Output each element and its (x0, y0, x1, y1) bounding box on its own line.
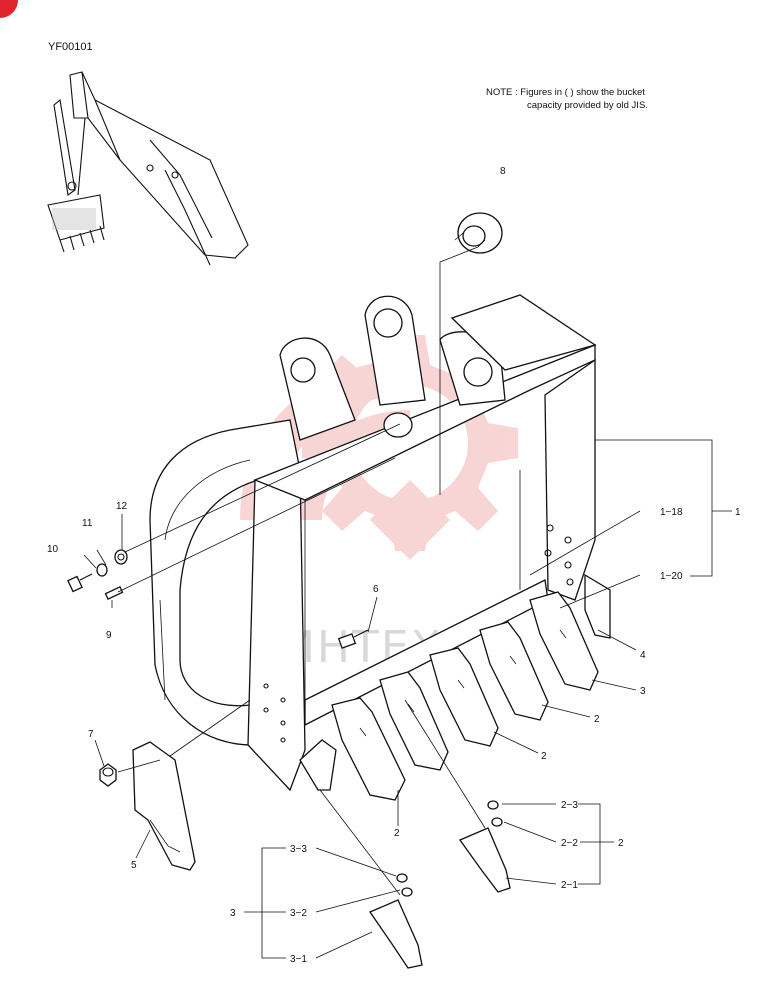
doc-code: YF00101 (48, 41, 93, 53)
callout-5: 5 (131, 860, 137, 871)
bucket-body (149, 294, 597, 792)
callout-2-b: 2 (541, 751, 547, 762)
callout-12: 12 (116, 501, 128, 512)
part-8-boss (454, 212, 503, 254)
detail-tooth-3 (369, 873, 423, 969)
note-line-1: NOTE : Figures in ( ) show the bucket (486, 87, 645, 98)
callout-6: 6 (373, 584, 379, 595)
callout-3-group: 3 (230, 908, 236, 919)
teeth-row (299, 591, 599, 801)
excavator-arm-thumbnail (47, 71, 249, 266)
part-12-ring (114, 549, 128, 565)
callout-9: 9 (106, 630, 112, 641)
part-9-pin (104, 586, 124, 600)
callout-2-a: 2 (594, 714, 600, 725)
callout-1: 1 (735, 507, 741, 518)
note-line-2: capacity provided by old JIS. (527, 100, 648, 111)
part-5-side-plate (132, 741, 196, 871)
part-11-washer (96, 563, 108, 577)
callout-1-18: 1−18 (660, 507, 683, 518)
callout-2-3: 2−3 (561, 800, 578, 811)
callout-3-2: 3−2 (290, 908, 307, 919)
callout-11: 11 (82, 518, 93, 529)
callout-1-20: 1−20 (660, 571, 683, 582)
part-10-bolt (67, 573, 93, 593)
corner-badge (0, 0, 18, 18)
part-4-side-cutter (584, 573, 611, 639)
callout-3: 3 (640, 686, 646, 697)
callout-2-c: 2 (394, 828, 400, 839)
callout-3-1: 3−1 (290, 954, 307, 965)
callout-10: 10 (47, 544, 59, 555)
part-6-bolt (337, 629, 369, 649)
callout-4: 4 (640, 650, 646, 661)
callout-2-1: 2−1 (561, 880, 578, 891)
callout-7: 7 (88, 729, 94, 740)
part-7-nut (99, 763, 117, 787)
callout-2-2: 2−2 (561, 838, 578, 849)
callout-2-group: 2 (618, 838, 624, 849)
leader-lines (83, 246, 732, 959)
detail-tooth-2 (459, 800, 511, 893)
callout-8: 8 (500, 166, 506, 177)
callout-3-3: 3−3 (290, 844, 307, 855)
